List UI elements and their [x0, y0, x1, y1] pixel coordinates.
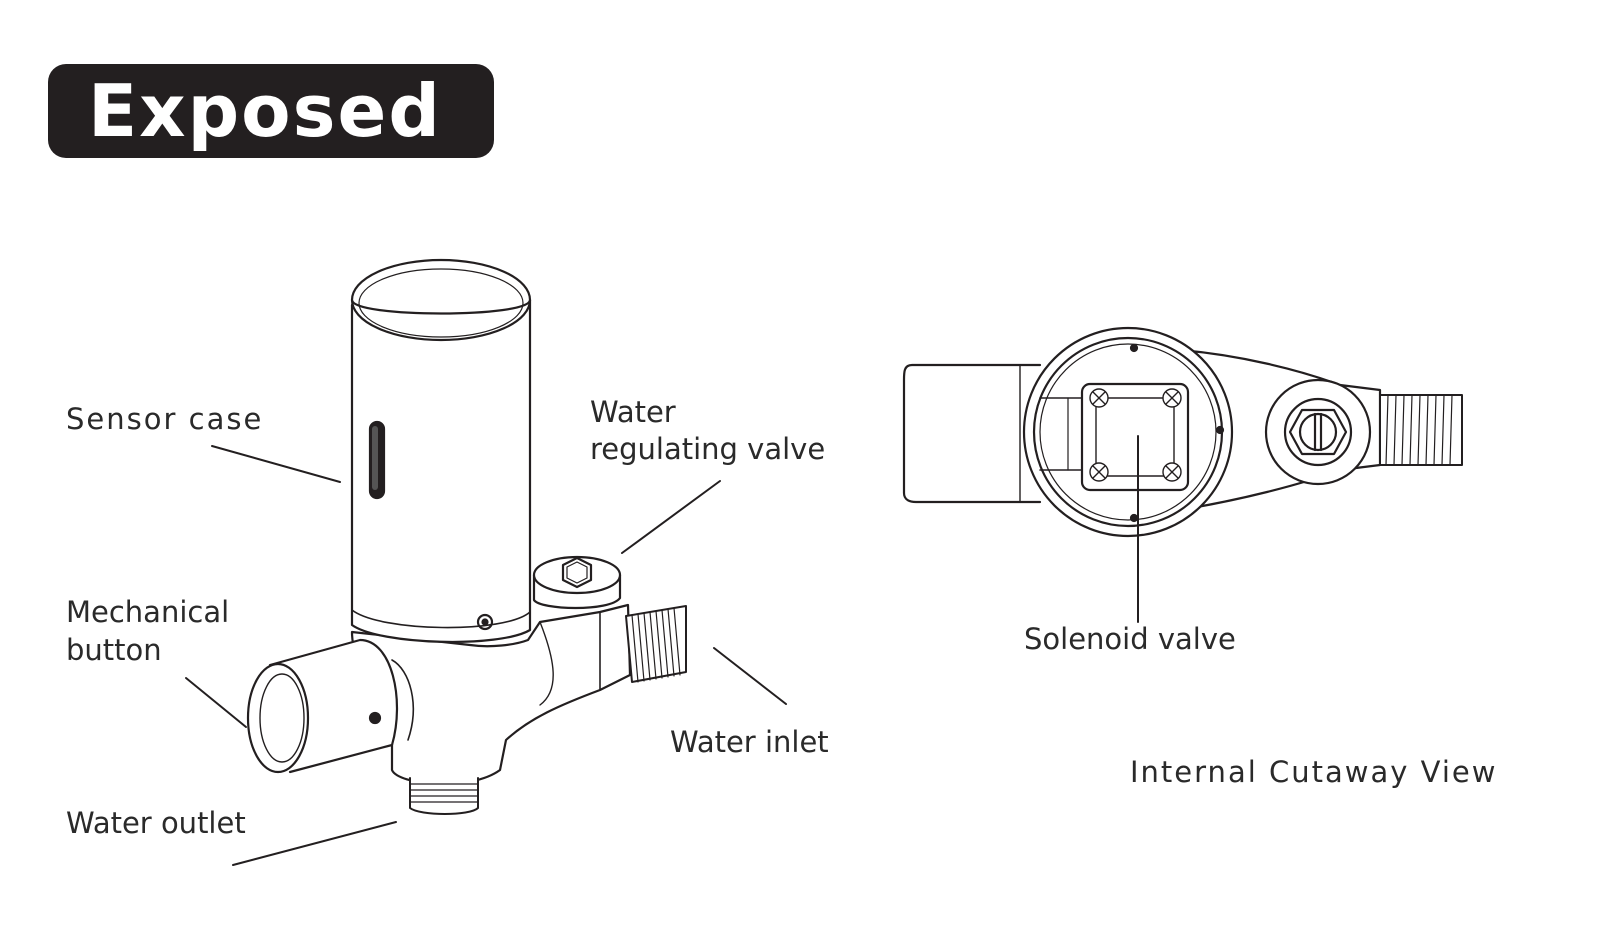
label-solenoid-valve: Solenoid valve [1024, 622, 1236, 656]
title-badge: Exposed [48, 64, 494, 158]
leader-mechanical-button [185, 677, 247, 728]
inlet-hex-icon [1288, 408, 1348, 456]
label-mechanical-button-2: button [66, 633, 162, 667]
cutaway-inlet-threads [1379, 394, 1463, 466]
label-water-regulating-valve-2: regulating valve [590, 432, 826, 466]
water-outlet-threads [409, 777, 479, 815]
sensor-case-body [350, 298, 532, 643]
sensor-case-top [350, 258, 532, 342]
label-water-inlet: Water inlet [670, 725, 829, 759]
cutaway-illustration [902, 326, 1463, 538]
label-sensor-case: Sensor case [66, 402, 264, 436]
label-water-outlet: Water outlet [66, 806, 246, 840]
water-inlet-threads [625, 605, 687, 683]
leader-regulating-valve [621, 480, 721, 554]
flush-valve-illustration [246, 258, 687, 815]
page-title: Exposed [88, 69, 442, 153]
case-screw [476, 613, 494, 631]
solenoid-screws [1089, 388, 1182, 482]
caption-cutaway-view: Internal Cutaway View [1130, 755, 1498, 789]
label-water-regulating-valve-1: Water [590, 395, 676, 429]
leader-sensor-case [211, 445, 341, 483]
leader-lines-left [185, 445, 787, 866]
label-mechanical-button-1: Mechanical [66, 595, 230, 629]
leader-water-inlet [713, 647, 787, 705]
cutaway-tube [902, 363, 1042, 504]
mechanical-button-face [246, 662, 310, 774]
leader-water-outlet [232, 821, 397, 866]
